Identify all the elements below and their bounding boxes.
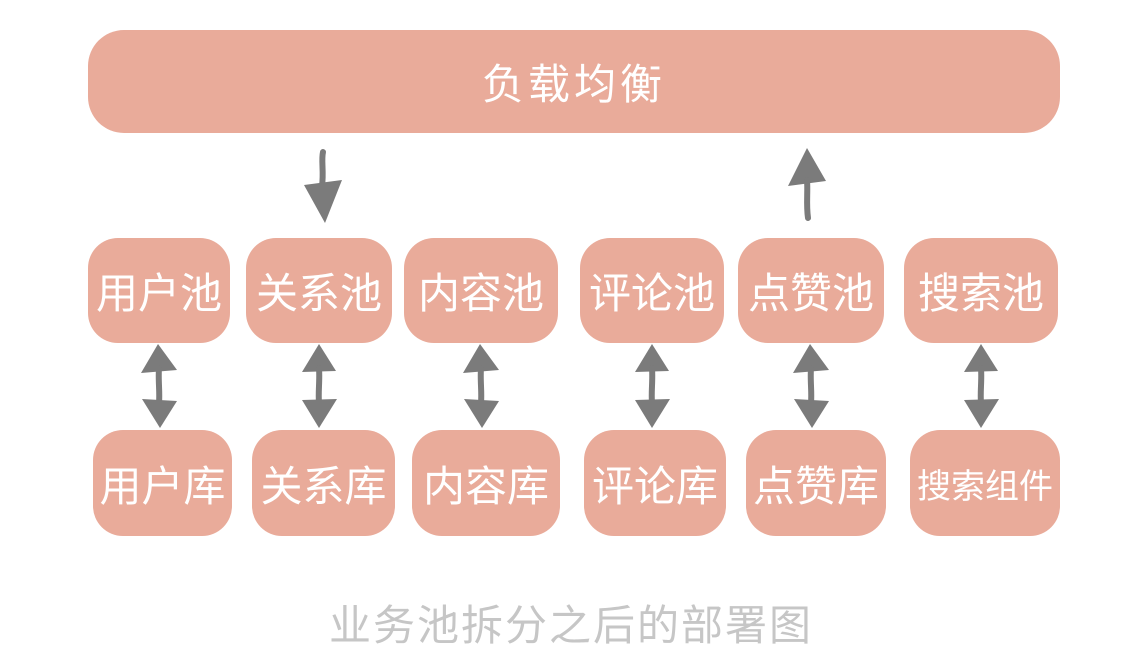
load-balancer-box: 负载均衡 (88, 30, 1060, 133)
pool-box-search: 搜索池 (904, 238, 1058, 343)
store-label: 搜索组件 (917, 466, 1053, 507)
arrow-down-icon (304, 149, 342, 223)
store-label: 内容库 (422, 461, 549, 511)
pool-box-content: 内容池 (404, 238, 558, 343)
pool-box-like: 点赞池 (738, 238, 884, 343)
pool-box-comment: 评论池 (580, 238, 724, 343)
pool-label: 用户池 (95, 269, 222, 318)
store-box-comment: 评论库 (584, 430, 726, 536)
arrow-up-down-icon (793, 344, 829, 428)
store-box-content: 内容库 (412, 430, 560, 536)
store-box-relation: 关系库 (252, 430, 395, 536)
pool-box-user: 用户池 (88, 238, 230, 343)
pool-label: 点赞池 (747, 269, 874, 318)
store-label: 关系库 (260, 461, 387, 511)
store-label: 评论库 (591, 461, 718, 511)
arrow-up-down-icon (635, 344, 670, 428)
pool-label: 内容池 (417, 269, 544, 318)
load-balancer-label: 负载均衡 (481, 60, 666, 109)
arrow-up-down-icon (964, 344, 999, 428)
store-box-like: 点赞库 (746, 430, 886, 536)
pool-label: 搜索池 (917, 269, 1044, 318)
diagram-caption: 业务池拆分之后的部署图 (328, 601, 813, 650)
pool-label: 关系池 (255, 269, 382, 318)
arrow-up-down-icon (302, 344, 337, 428)
arrow-up-down-icon (141, 344, 177, 428)
arrow-up-down-icon (463, 344, 499, 428)
store-label: 用户库 (99, 461, 226, 511)
store-box-search-component: 搜索组件 (910, 430, 1060, 536)
store-label: 点赞库 (752, 461, 879, 511)
arrow-up-icon (788, 148, 826, 221)
store-box-user: 用户库 (93, 430, 232, 536)
pool-box-relation: 关系池 (246, 238, 392, 343)
pool-label: 评论池 (588, 269, 715, 318)
